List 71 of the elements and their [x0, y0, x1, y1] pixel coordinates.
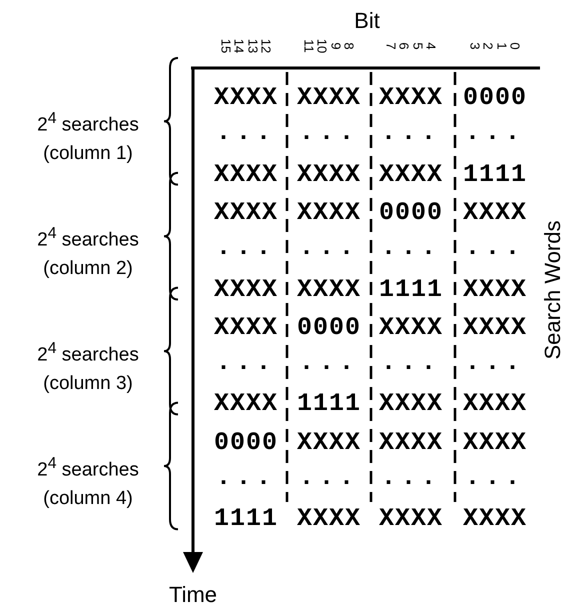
ellipsis: ...: [299, 350, 359, 376]
bit-number: 2: [482, 42, 495, 50]
bit-number: 0: [508, 42, 522, 50]
search-word-bits: XXXX: [379, 314, 443, 340]
search-word-bits: XXXX: [214, 85, 278, 110]
bit-number: 7: [384, 42, 398, 50]
search-word-bits: 0000: [379, 200, 443, 225]
ellipsis: ...: [465, 235, 525, 260]
ellipsis: ...: [381, 465, 441, 490]
ellipsis: ...: [381, 120, 441, 146]
search-word-bits: XXXX: [297, 200, 361, 225]
search-word-bits: 0000: [463, 85, 527, 110]
ellipsis: ...: [216, 120, 276, 146]
bit-number: 15: [220, 38, 233, 54]
bit-number: 3: [468, 42, 482, 50]
bit-number: 4: [424, 42, 438, 50]
ellipsis: ...: [216, 350, 276, 376]
search-word-bits: 1111: [214, 506, 278, 532]
search-group-label: 2$^{4}$ searches (column 3): [36, 339, 140, 396]
search-group-label: 2$^{4}$ searches (column 1): [36, 109, 140, 166]
search-word-bits: XXXX: [297, 276, 361, 302]
search-word-bits: 1111: [463, 162, 527, 187]
search-word-bits: XXXX: [463, 506, 527, 532]
search-word-bits: 0000: [214, 430, 278, 455]
search-word-bits: XXXX: [463, 314, 527, 340]
axis-title: Time: [168, 584, 218, 606]
ellipsis: ...: [299, 235, 359, 260]
ellipsis: ...: [465, 465, 525, 490]
ellipsis: ...: [216, 465, 276, 490]
bit-number: 1: [495, 42, 508, 50]
ellipsis: ...: [299, 465, 359, 490]
search-group-label: 2$^{4}$ searches (column 2): [36, 224, 140, 282]
search-word-bits: XXXX: [214, 314, 278, 340]
search-word-bits: XXXX: [463, 276, 527, 302]
search-word-bits: 0000: [297, 314, 361, 340]
search-word-bits: XXXX: [463, 200, 527, 225]
search-word-bits: XXXX: [379, 430, 443, 455]
bit-number: 6: [398, 42, 411, 50]
search-word-bits: XXXX: [297, 430, 361, 455]
search-word-bits: XXXX: [379, 85, 443, 110]
search-word-bits: XXXX: [379, 391, 443, 416]
search-word-bits: XXXX: [463, 430, 527, 455]
search-word-bits: XXXX: [463, 391, 527, 416]
ellipsis: ...: [381, 350, 441, 376]
bit-number: 14: [232, 38, 246, 54]
ellipsis: ...: [465, 120, 525, 146]
bit-number: 9: [329, 42, 342, 50]
search-word-bits: XXXX: [297, 85, 361, 110]
search-word-bits: XXXX: [214, 276, 278, 302]
search-group-label: 2$^{4}$ searches (column 4): [36, 454, 140, 511]
search-word-bits: XXXX: [214, 162, 278, 187]
bit-number: 10: [316, 38, 329, 54]
bit-number: 11: [302, 39, 316, 53]
search-word-bits: XXXX: [214, 200, 278, 225]
ellipsis: ...: [216, 235, 276, 260]
search-word-bits: XXXX: [379, 506, 443, 532]
ellipsis: ...: [465, 350, 525, 376]
axis-title: Search Words: [542, 220, 564, 360]
search-word-bits: XXXX: [379, 162, 443, 187]
ellipsis: ...: [381, 235, 441, 260]
search-word-bits: XXXX: [297, 162, 361, 187]
bit-number: 13: [246, 38, 260, 54]
search-word-bits: 1111: [297, 391, 361, 416]
ellipsis: ...: [299, 120, 359, 146]
bit-number: 5: [411, 42, 424, 50]
search-word-bits: XXXX: [214, 391, 278, 416]
search-word-bits: 1111: [379, 276, 443, 302]
search-word-bits: XXXX: [297, 506, 361, 532]
bit-number: 12: [259, 38, 272, 54]
bit-number: 8: [342, 42, 356, 50]
axis-title: Bit: [354, 10, 380, 32]
